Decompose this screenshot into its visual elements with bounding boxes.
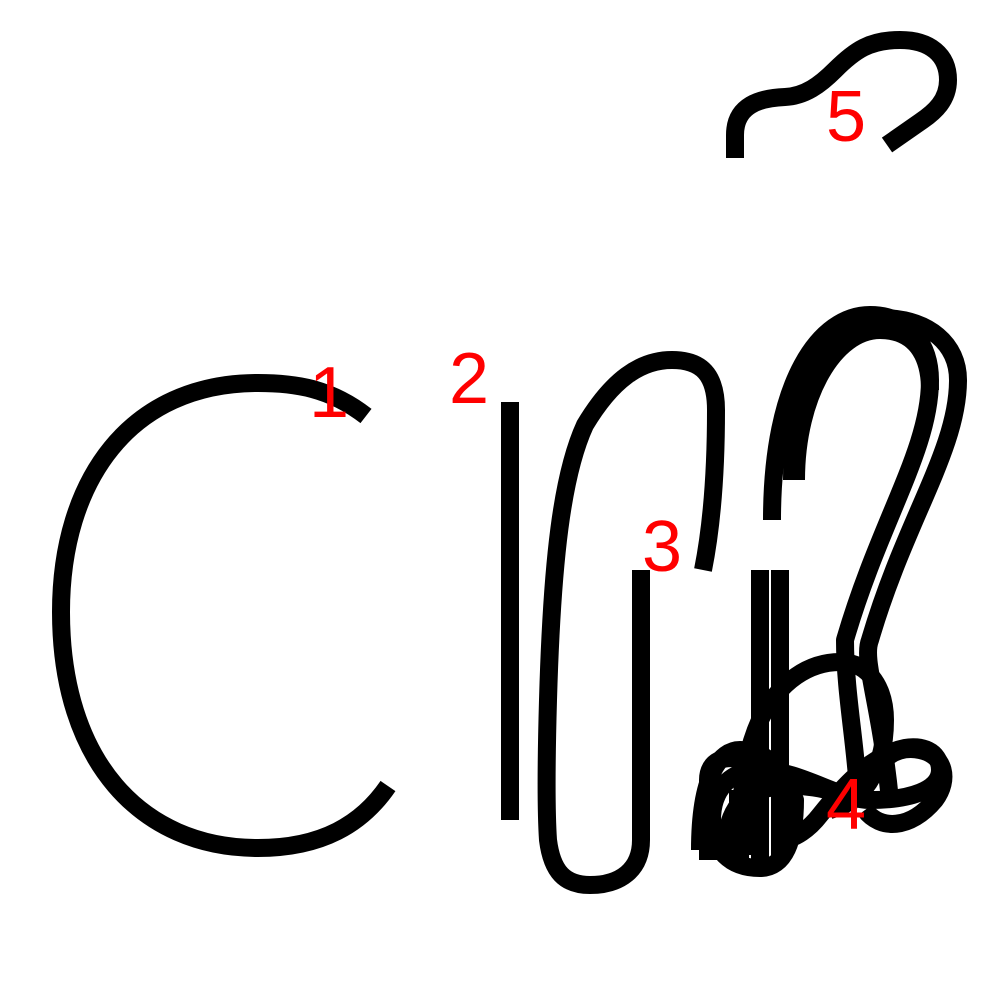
stroke-4-path-j (857, 740, 953, 833)
stroke-label-4: 4 (826, 765, 866, 845)
stroke-4-path-h (716, 776, 863, 861)
stroke-5-path (726, 31, 957, 158)
stroke-1 (52, 374, 396, 857)
stroke-4-path-c (783, 309, 967, 801)
stroke-label-3: 3 (642, 507, 682, 587)
stroke-label-2: 2 (449, 339, 489, 419)
stroke-3-path (537, 351, 725, 894)
stroke-3 (537, 351, 725, 894)
stroke-4-path-i (729, 790, 761, 855)
stroke-1-path (52, 374, 396, 857)
stroke-label-5: 5 (826, 77, 866, 157)
stroke-4 (691, 306, 967, 877)
stroke-4-path-e (787, 321, 939, 481)
stroke-5 (726, 31, 957, 158)
stroke-label-1: 1 (309, 353, 349, 433)
